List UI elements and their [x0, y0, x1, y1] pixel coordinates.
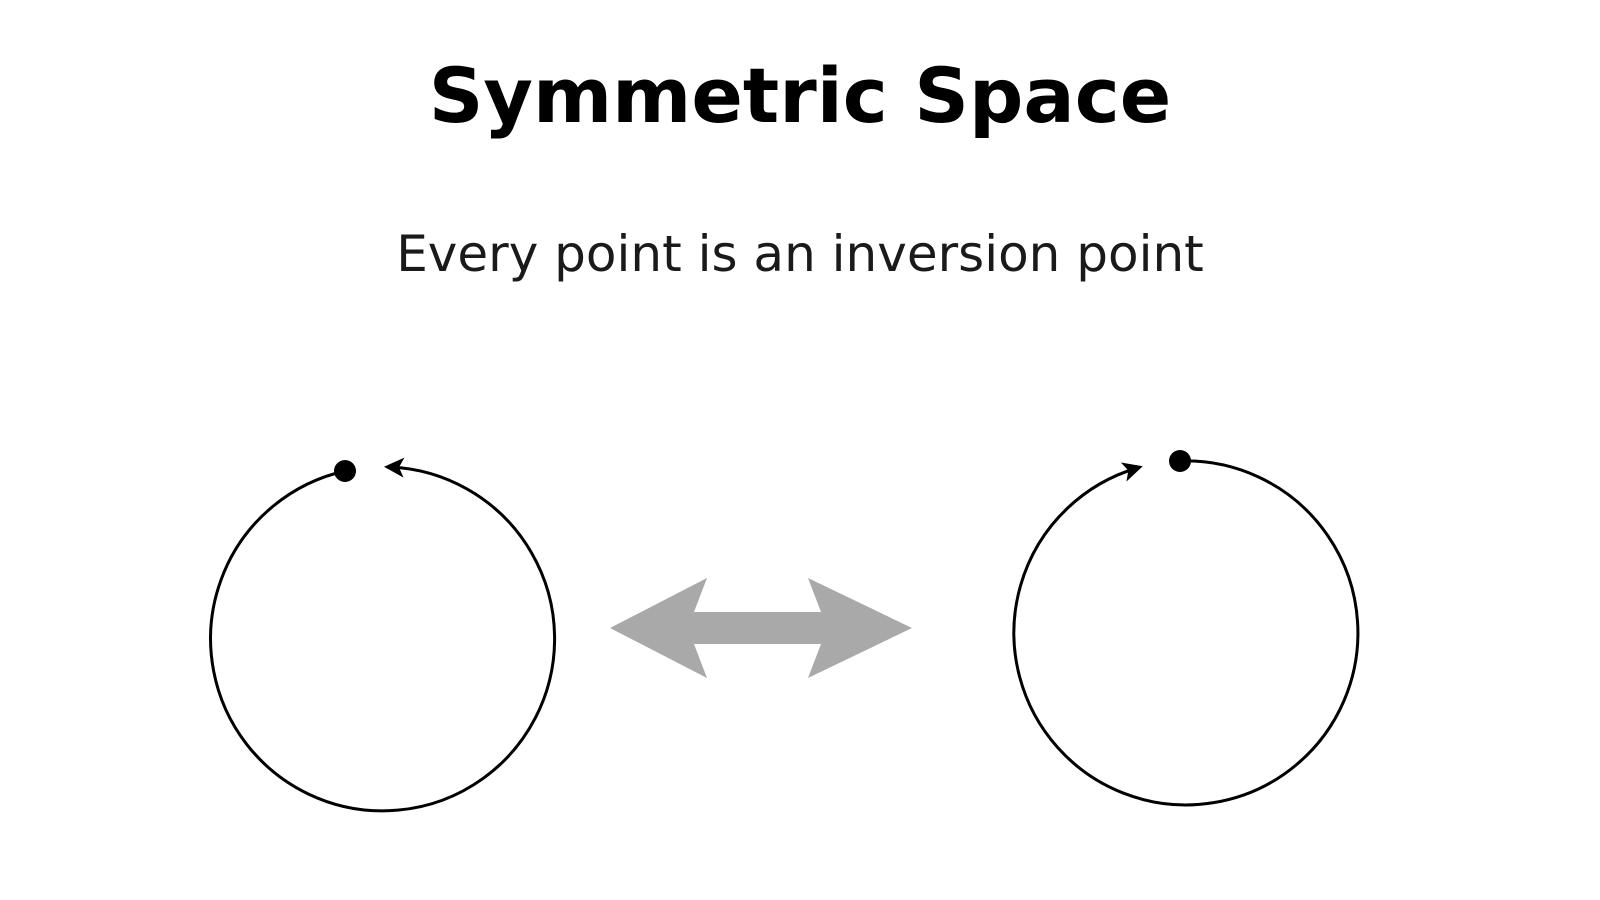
right-circle-point	[1169, 450, 1191, 472]
left-circle-group	[209, 457, 557, 813]
right-circle-group	[1012, 450, 1360, 807]
left-circle-point	[334, 460, 356, 482]
double-arrow-icon	[610, 578, 912, 678]
page-title: Symmetric Space	[428, 51, 1172, 140]
page-subtitle: Every point is an inversion point	[396, 225, 1204, 283]
right-circle-arc	[1012, 459, 1360, 807]
left-circle-arc	[209, 457, 557, 813]
